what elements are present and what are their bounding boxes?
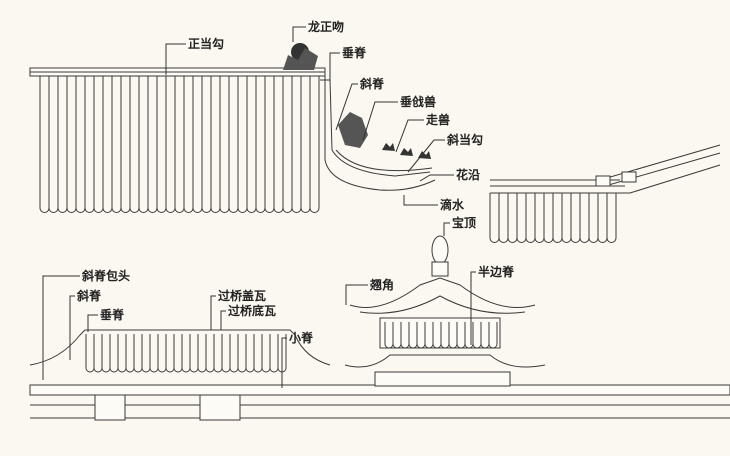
roof-tile (489, 193, 500, 243)
roof-tile (219, 76, 230, 213)
roof-tile (269, 334, 279, 373)
label-zheng-dang-gou: 正当勾 (188, 36, 224, 51)
label-qiao-jiao: 翘角 (369, 277, 394, 292)
roof-tile (39, 76, 50, 213)
roof-tile (261, 334, 271, 373)
roof-tile (210, 76, 221, 213)
roof-tile (245, 334, 255, 373)
roof-tile (181, 334, 191, 373)
roof-tile (229, 334, 239, 373)
roof-tile (102, 76, 113, 213)
roof-tile (173, 334, 183, 373)
corner-detail-drawing (489, 144, 721, 243)
roof-tile (507, 193, 518, 243)
roof-tile (291, 76, 302, 213)
roof-tile (201, 76, 212, 213)
roof-tile (101, 334, 111, 373)
roof-tile (117, 334, 127, 373)
roof-tile (579, 193, 590, 243)
label-di-shui: 滴水 (440, 197, 465, 212)
label-xie-dang-gou: 斜当勾 (446, 132, 483, 147)
roof-tile (597, 193, 608, 243)
walking-beasts-icon (382, 143, 431, 159)
roof-tile (588, 193, 599, 243)
roof-tile (189, 334, 199, 373)
dragon-ridge-ornament-icon (283, 43, 318, 70)
roof-tile (264, 76, 275, 213)
roof-tile (84, 76, 95, 213)
roof-tile (525, 193, 536, 243)
roof-tile (561, 193, 572, 243)
roof-tile (237, 76, 248, 213)
label-hall-xie-ji: 斜脊 (76, 288, 102, 303)
hall-drawing (29, 329, 730, 421)
roof-tile (75, 76, 86, 213)
roof-tile (125, 334, 135, 373)
roof-tile (57, 76, 68, 213)
roof-tile (111, 76, 122, 213)
roof-tile (552, 193, 563, 243)
roof-tile (534, 193, 545, 243)
roof-tile (85, 334, 95, 373)
roof-tile (93, 76, 104, 213)
roof-tile (129, 76, 140, 213)
roof-tile (147, 76, 158, 213)
roof-tile (141, 334, 151, 373)
roof-tile (237, 334, 247, 373)
roof-tile (488, 322, 498, 349)
roof-tile (183, 76, 194, 213)
label-xie-ji-bao-tou: 斜脊包头 (81, 268, 130, 283)
label-chui-ji: 垂脊 (342, 45, 367, 60)
pavilion-drawing (344, 235, 546, 387)
label-guo-qiao-di-wa: 过桥底瓦 (228, 303, 276, 318)
roof-tile (213, 334, 223, 373)
roof-tile (246, 76, 257, 213)
label-hall-chui-ji: 垂脊 (100, 307, 125, 322)
roof-tile (157, 334, 167, 373)
roof-tile (120, 76, 131, 213)
roof-tile (309, 76, 320, 213)
top-roof-drawing (29, 43, 436, 213)
label-ban-bian-ji: 半边脊 (478, 264, 515, 279)
roof-tile (174, 76, 185, 213)
roof-tile (66, 76, 77, 213)
roof-tile (197, 334, 207, 373)
roof-tile (570, 193, 581, 243)
label-long-zheng-wen: 龙正吻 (308, 19, 344, 34)
roof-tile (498, 193, 509, 243)
roof-tile (156, 76, 167, 213)
label-guo-qiao-gai-wa: 过桥盖瓦 (218, 288, 266, 303)
roof-tile (165, 76, 176, 213)
roof-tile (543, 193, 554, 243)
roof-tile (228, 76, 239, 213)
roof-tile (516, 193, 527, 243)
roof-tile (300, 76, 311, 213)
label-xie-ji: 斜脊 (359, 76, 385, 91)
roof-tile (192, 76, 203, 213)
roof-tile (253, 334, 263, 373)
hip-beast-ornament-icon (338, 112, 368, 148)
roof-tile (282, 76, 293, 213)
roof-tile (606, 193, 617, 243)
label-bao-ding: 宝顶 (452, 215, 476, 230)
leader-lines (42, 26, 476, 388)
roof-tile (165, 334, 175, 373)
label-chui-qiang-shou: 垂戗兽 (400, 94, 436, 109)
roof-tile (93, 334, 103, 373)
roof-tile (255, 76, 266, 213)
roof-tile (133, 334, 143, 373)
label-zou-shou: 走兽 (426, 112, 450, 127)
roof-tile (273, 76, 284, 213)
roof-tile (221, 334, 231, 373)
roof-tile (205, 334, 215, 373)
roof-tile (149, 334, 159, 373)
roof-tile (138, 76, 149, 213)
roof-tile (48, 76, 59, 213)
label-xiao-ji: 小脊 (289, 330, 314, 345)
label-hua-yan: 花沿 (456, 167, 480, 182)
roof-tile (109, 334, 119, 373)
